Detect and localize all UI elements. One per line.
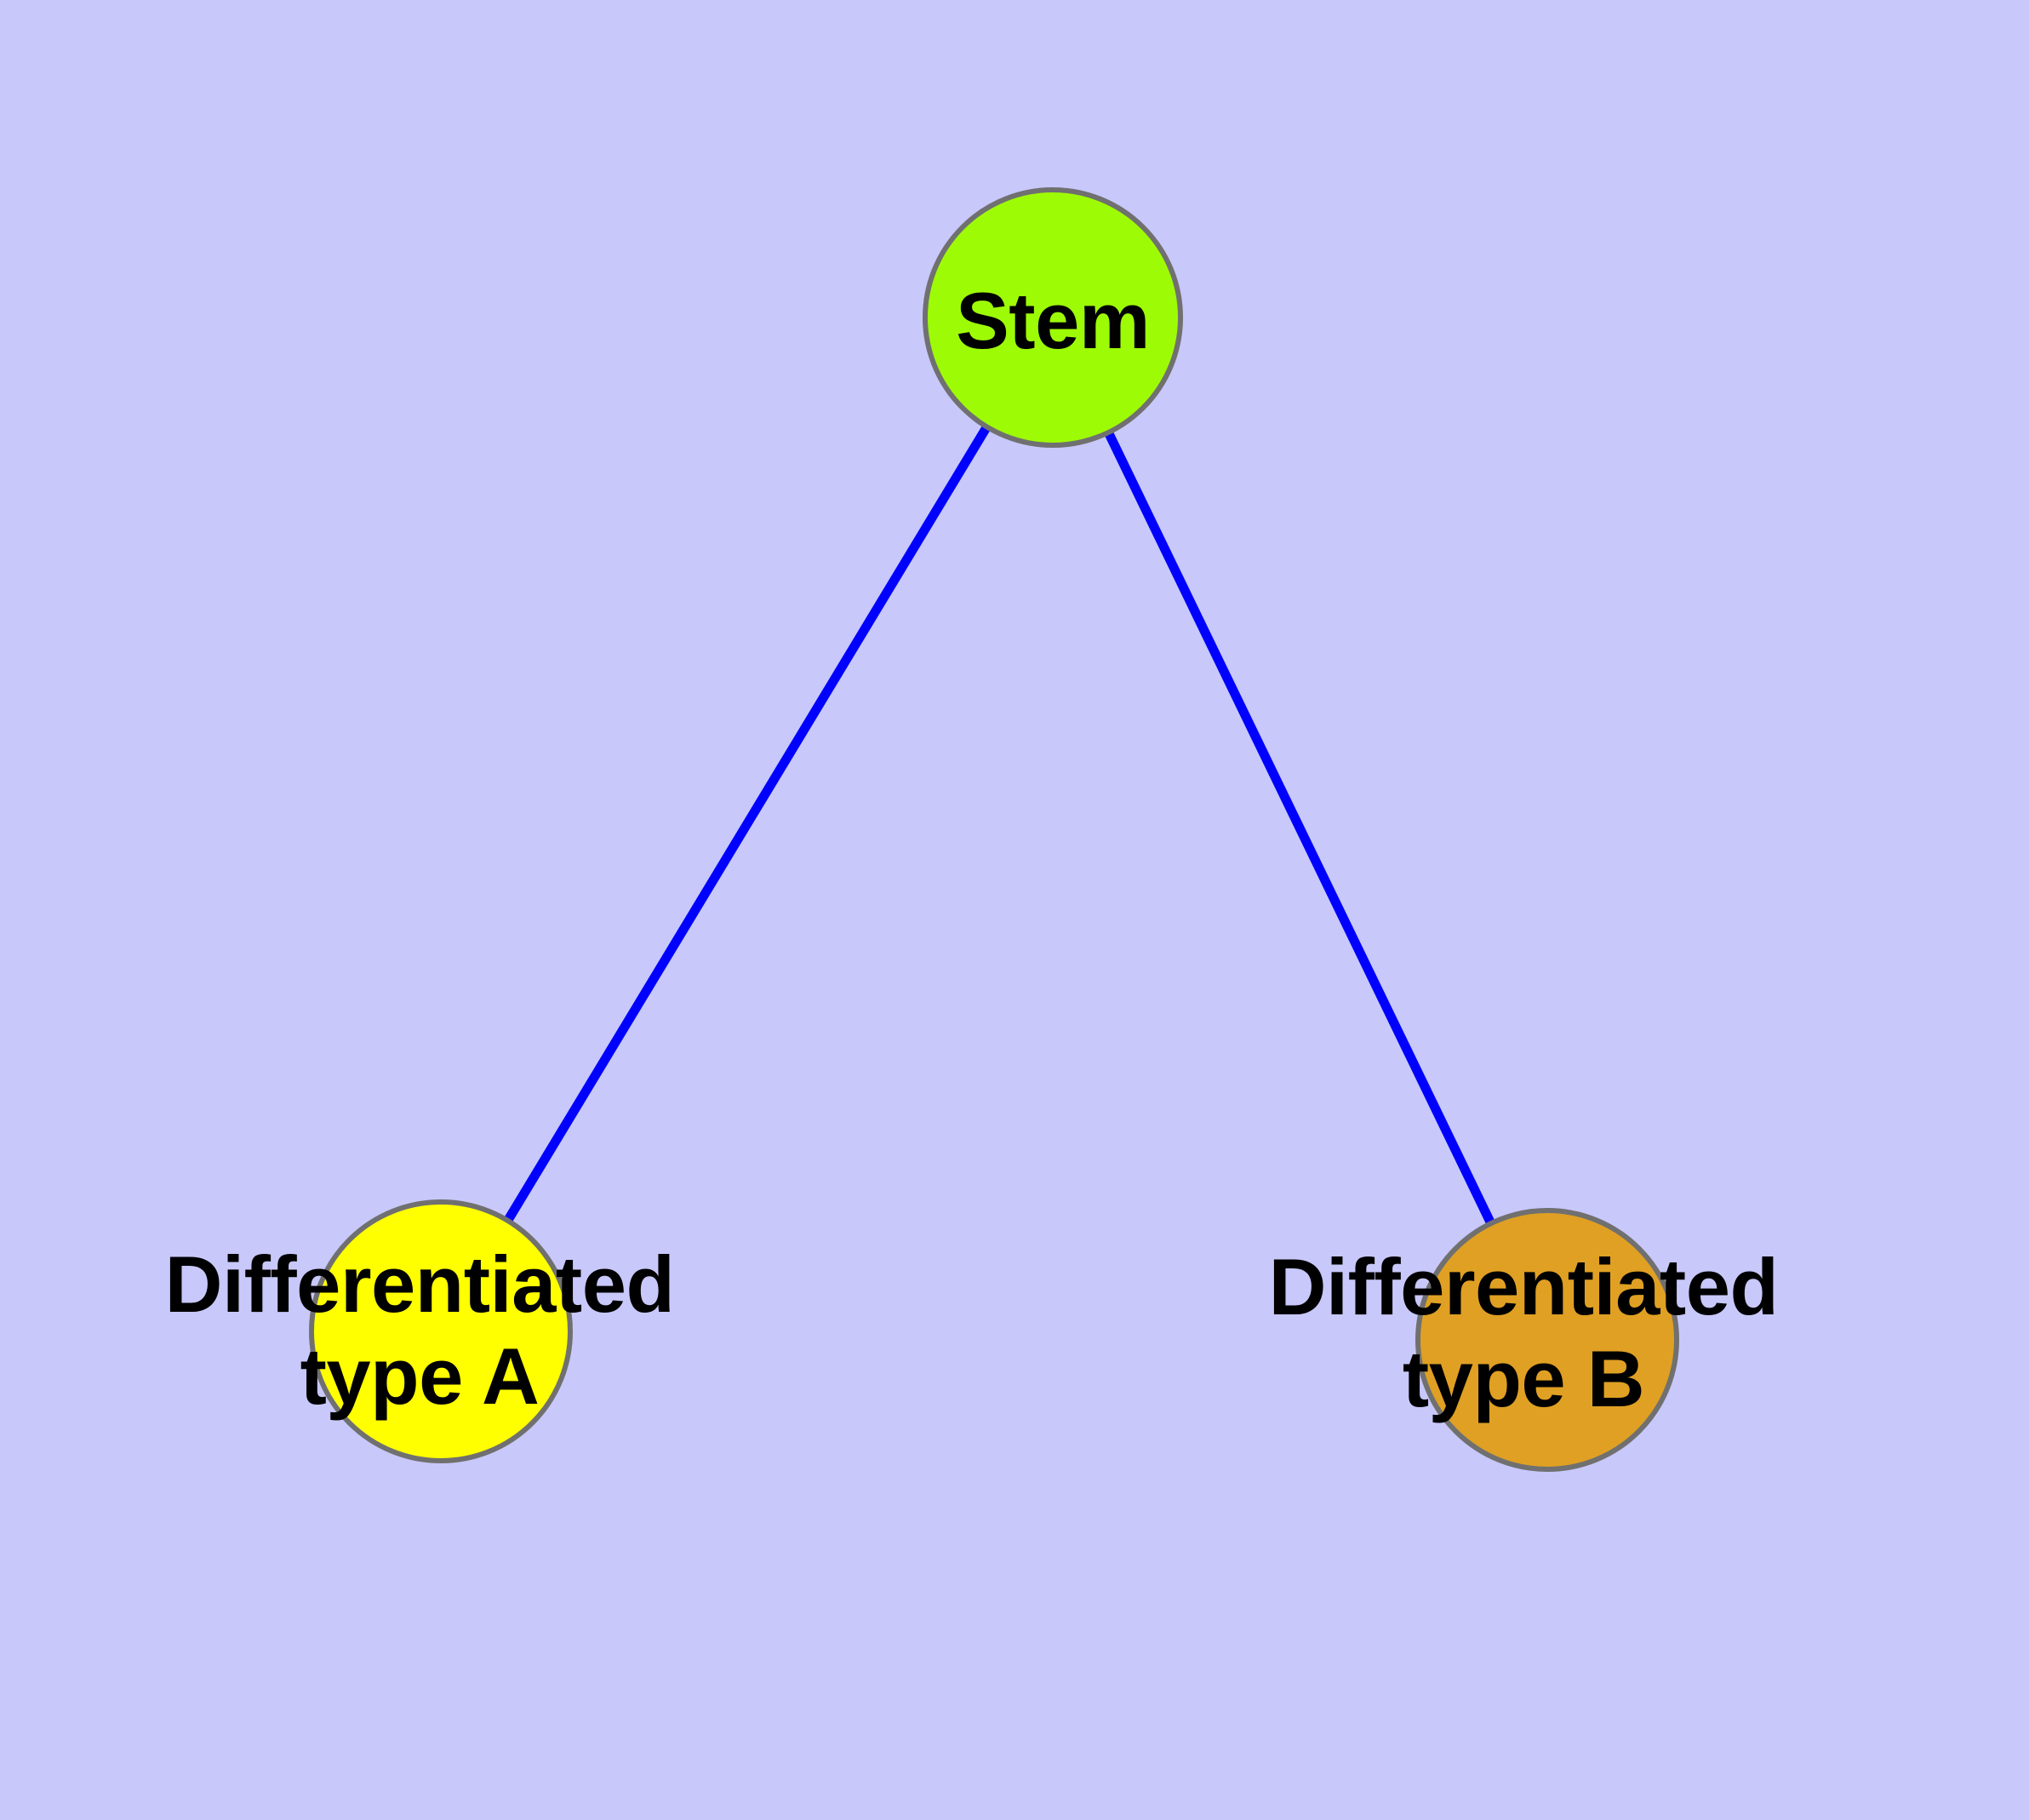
edge-stem-to-differentiated-type-b — [1104, 430, 1495, 1226]
node-stem-circle[interactable] — [923, 187, 1183, 448]
edge-stem-to-differentiated-type-a — [503, 424, 992, 1223]
node-differentiated-type-a-circle[interactable] — [309, 1199, 573, 1463]
node-differentiated-type-b-circle[interactable] — [1415, 1208, 1679, 1472]
